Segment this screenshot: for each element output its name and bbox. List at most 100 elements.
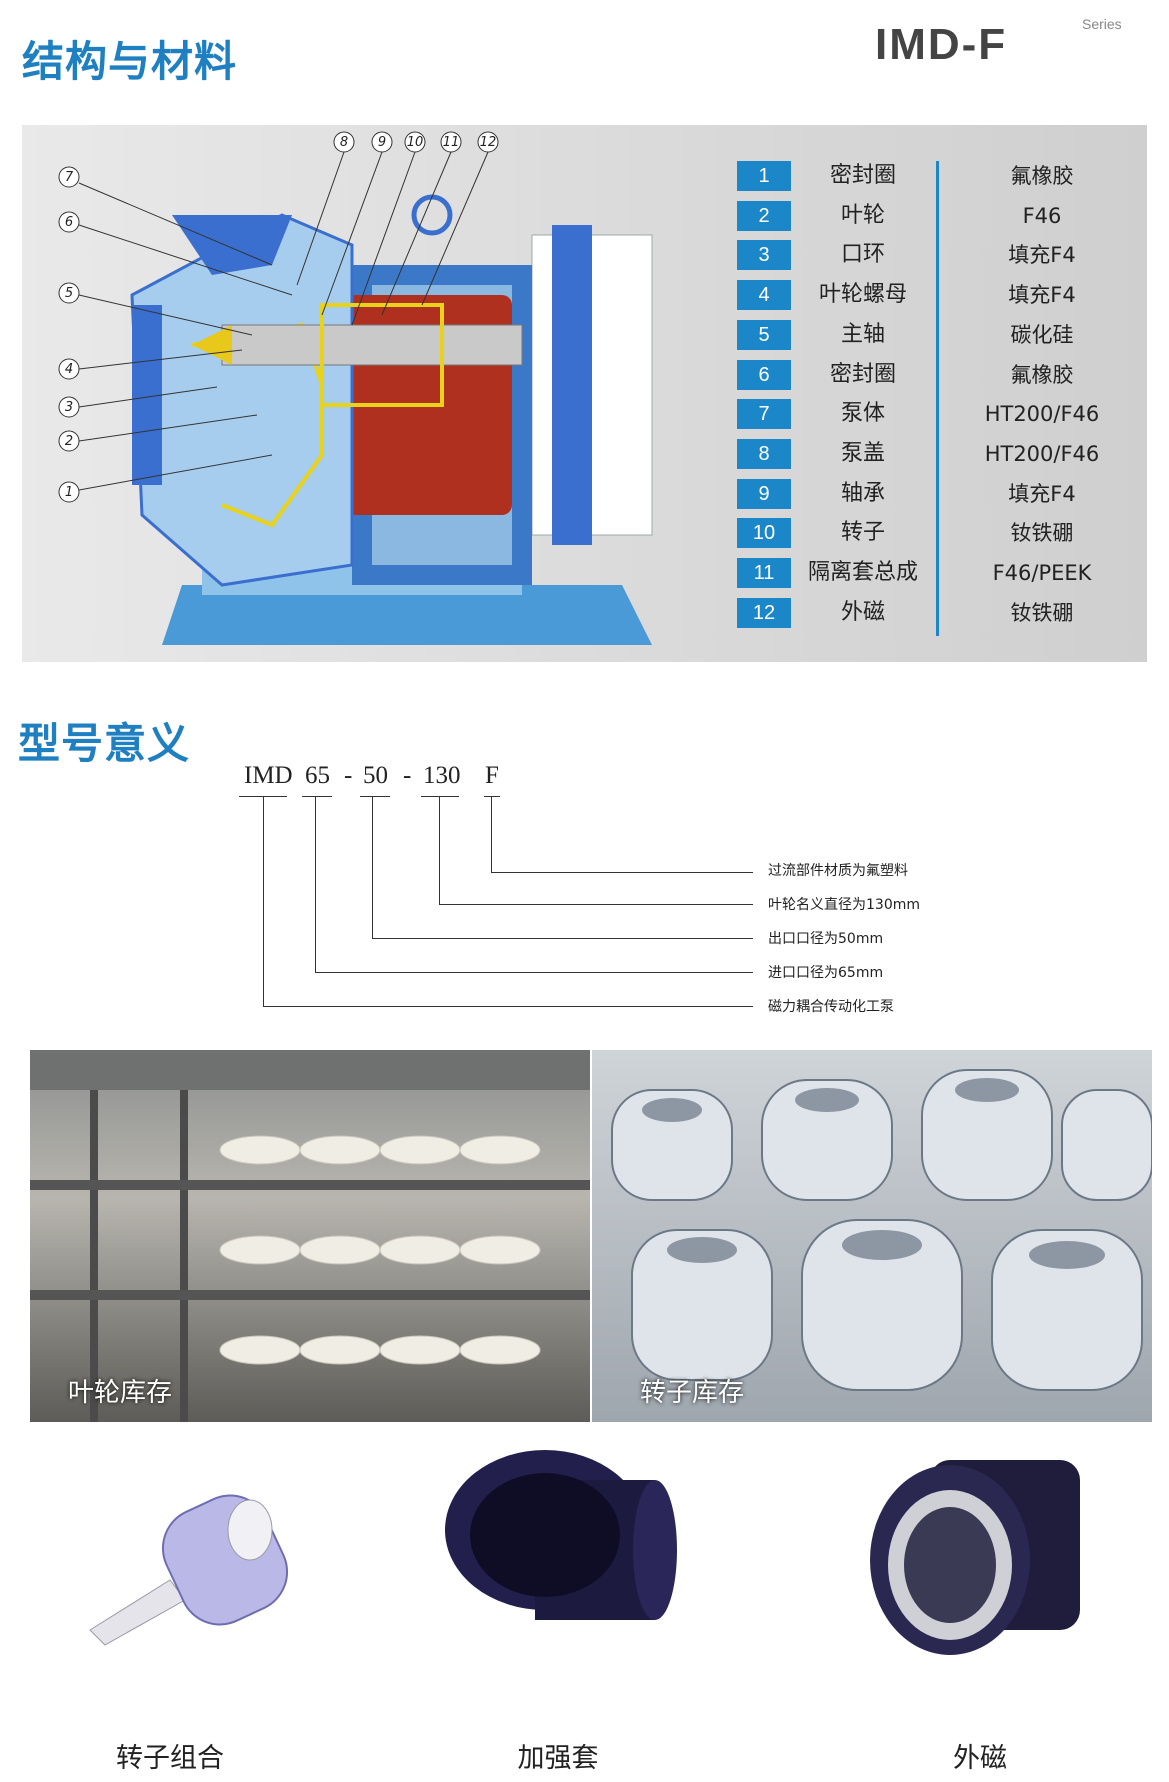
part-name: 口环 [840,242,885,267]
material-name: 氟橡胶 [1010,164,1074,188]
callout-12: 12 [479,135,497,150]
rotor-stock-photo: 转子库存 [592,1050,1152,1422]
leader-h-impeller [439,904,753,905]
meaning-outlet: 出口口径为50mm [768,931,884,947]
callout-7: 7 [64,170,74,185]
material-name: 钕铁硼 [1010,521,1074,545]
rotor-pile-illustration [611,1069,1152,1391]
material-name: 氟橡胶 [1010,363,1074,387]
model-seg-inlet: 65 [305,762,330,789]
materials-row: 7 泵体 HT200/F46 [22,399,1122,433]
callout-11: 11 [442,135,460,150]
underline-material [484,796,500,797]
leader-v-inlet [315,797,316,973]
table-divider [936,161,939,636]
series-label: Series [1082,16,1122,32]
meaning-inlet: 进口口径为65mm [768,965,884,981]
pump-diagram [58,131,653,645]
material-name: 碳化硅 [1010,323,1074,347]
meaning-impeller: 叶轮名义直径为130mm [768,897,920,913]
materials-row: 8 泵盖 HT200/F46 [22,439,1122,473]
callout-1: 1 [64,485,74,500]
material-name: 填充F4 [1008,283,1076,307]
materials-row: 11 隔离套总成 F46/PEEK [22,558,1122,592]
callout-6: 6 [64,215,74,230]
part-name: 泵盖 [840,441,885,466]
part-name: 轴承 [840,481,885,506]
callout-8: 8 [339,135,349,150]
callout-10: 10 [406,135,424,150]
material-name: 填充F4 [1008,243,1076,267]
impeller-stock-photo: 叶轮库存 [30,1050,590,1422]
part-name: 隔离套总成 [807,560,918,585]
part-name: 密封圈 [829,362,896,387]
section-title-model: 型号意义 [18,719,191,768]
part-name: 叶轮 [840,203,885,228]
reinforcement-sleeve-image [445,1450,677,1620]
isolation-sleeve [320,303,444,407]
impeller-stock-caption: 叶轮库存 [68,1378,173,1408]
leader-v-imd [263,797,264,1007]
row-number: 12 [737,598,791,628]
model-seg-imd: IMD [244,762,293,789]
part-name: 密封圈 [829,163,896,188]
row-number: 5 [737,320,791,350]
model-seg-dash2: - [403,762,412,789]
row-number: 2 [737,201,791,231]
leader-h-inlet [315,972,753,973]
impeller-nut [192,325,232,365]
model-seg-dash1: - [344,762,353,789]
underline-impeller [421,796,459,797]
meaning-type: 磁力耦合传动化工泵 [768,999,894,1015]
callout-3: 3 [64,400,74,415]
row-number: 8 [737,439,791,469]
model-seg-material: F [485,762,499,789]
pump-base [162,585,652,645]
material-name: F46 [1022,204,1062,228]
materials-row: 2 叶轮 F46 [22,201,1122,235]
outer-magnet-image [870,1460,1080,1655]
material-name: 钕铁硼 [1010,601,1074,625]
brand-logo: IMD-F [875,20,1008,69]
underline-outlet [360,796,390,797]
leader-v-outlet [372,797,373,939]
inlet-flange [132,305,162,485]
callout-9: 9 [377,135,387,150]
rotor-assembly-image [89,1494,289,1646]
row-number: 3 [737,240,791,270]
part-name: 转子 [840,520,885,545]
materials-row: 12 外磁 钕铁硼 [22,598,1122,632]
underline-inlet [302,796,332,797]
leader-v-impeller [439,797,440,905]
rotor-stock-caption: 转子库存 [640,1378,745,1408]
material-name: F46/PEEK [992,561,1092,585]
shaft [221,324,523,366]
callout-5: 5 [64,286,74,301]
leader-h-material [491,872,753,873]
part-name: 泵体 [840,401,885,426]
section-title-structure: 结构与材料 [22,37,238,86]
product-caption-outer-magnet: 外磁 [953,1743,1007,1774]
material-name: HT200/F46 [984,442,1100,466]
impeller-shelf-illustration [30,1050,590,1422]
leader-h-imd [263,1006,753,1007]
callout-2: 2 [64,434,74,449]
callout-4: 4 [64,362,74,377]
materials-row: 3 口环 填充F4 [22,240,1122,274]
product-caption-sleeve: 加强套 [517,1743,599,1774]
row-number: 7 [737,399,791,429]
model-seg-impeller: 130 [423,762,461,789]
underline-imd [239,796,287,797]
row-number: 11 [737,558,791,588]
motor-flange [552,225,592,545]
part-name: 外磁 [840,600,885,625]
row-number: 1 [737,161,791,191]
material-name: HT200/F46 [984,402,1100,426]
part-name: 叶轮螺母 [818,282,907,307]
materials-row: 1 密封圈 氟橡胶 [22,161,1122,195]
